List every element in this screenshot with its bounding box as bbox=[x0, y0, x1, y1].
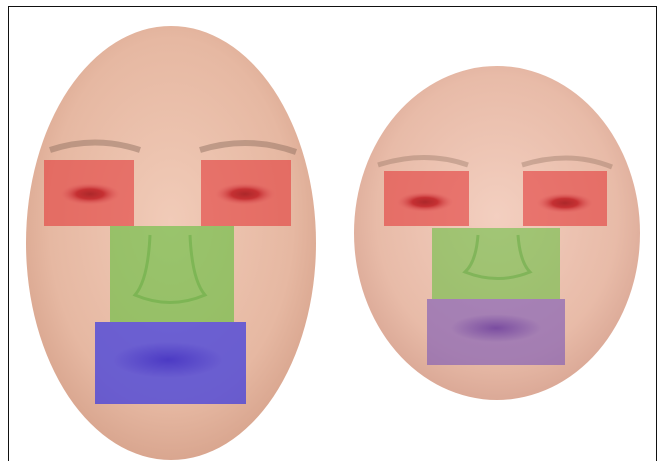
face-left-eye-box-left bbox=[44, 160, 134, 226]
face-right-nose-box bbox=[432, 228, 560, 299]
face-left-mouth-box bbox=[95, 322, 246, 404]
face-right-eye-box-right bbox=[523, 171, 607, 226]
face-left-eye-box-right bbox=[201, 160, 291, 226]
face-right-mouth-box bbox=[427, 299, 565, 365]
face-right-eye-box-left bbox=[384, 171, 469, 226]
face-left bbox=[26, 26, 316, 460]
face-right bbox=[354, 66, 640, 400]
face-left-nose-box bbox=[110, 226, 234, 322]
